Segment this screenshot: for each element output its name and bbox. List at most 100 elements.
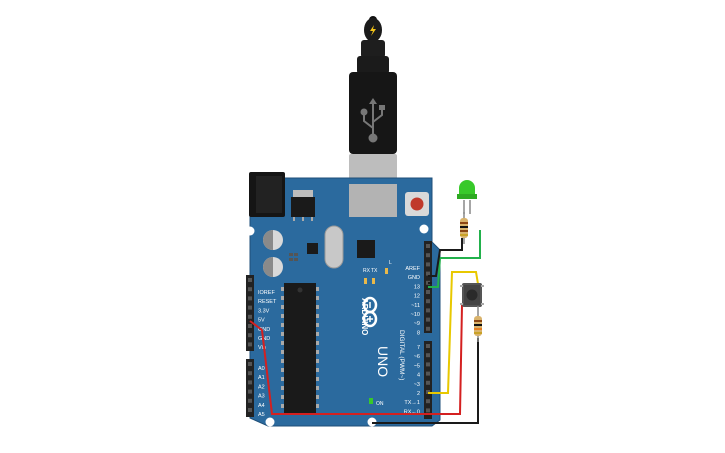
chip-pin [281, 368, 284, 372]
digital-header-bottom [424, 341, 432, 419]
led-tx-indicator [364, 278, 367, 284]
tx-label: TX [371, 268, 378, 274]
small-chip [307, 243, 318, 254]
pin-label: ~5 [414, 363, 420, 369]
usb-icon [360, 98, 385, 143]
pin-label: Vin [258, 345, 266, 351]
pin-label: GND [258, 336, 270, 342]
chip-pin [281, 305, 284, 309]
pin-label: GND [258, 327, 270, 333]
header-hole[interactable] [248, 333, 252, 338]
reset-button[interactable] [405, 192, 429, 216]
pin-label: ~9 [414, 321, 420, 327]
pin-label: 2 [417, 391, 420, 397]
header-hole[interactable] [426, 353, 430, 358]
chip-pin [316, 395, 319, 399]
wire-green[interactable] [428, 230, 481, 288]
lightning-icon [370, 25, 376, 36]
wire-yellow[interactable] [428, 271, 479, 394]
chip-pin [281, 296, 284, 300]
header-hole[interactable] [248, 314, 252, 319]
header-hole[interactable] [426, 344, 430, 348]
arduino-uno-board[interactable]: RX TX L ARDUINO UNO DIGITAL (PWM~) ON [245, 172, 441, 427]
pin-label: AREF [405, 266, 420, 272]
wire-black[interactable] [372, 238, 479, 424]
pin-label: A3 [258, 394, 265, 400]
digital-label: DIGITAL (PWM~) [398, 330, 405, 380]
resistor-button[interactable] [474, 306, 482, 342]
arduino-logo-icon [362, 296, 378, 328]
header-hole[interactable] [426, 290, 430, 294]
crystal-oscillator [324, 225, 344, 269]
header-hole[interactable] [426, 262, 430, 267]
header-hole[interactable] [426, 408, 430, 413]
header-hole[interactable] [426, 380, 430, 385]
pin-label: GND [408, 275, 420, 281]
pin-label: 3.3V [258, 308, 270, 314]
chip-pin [316, 341, 319, 345]
chip-pin [316, 314, 319, 318]
led-rx-indicator [372, 278, 375, 284]
chip-pin [316, 368, 319, 372]
header-hole[interactable] [426, 326, 430, 331]
pin-label: RESET [258, 299, 277, 305]
header-hole[interactable] [426, 362, 430, 367]
pin-label: 7 [417, 345, 420, 351]
led-l-indicator [385, 268, 388, 274]
header-hole[interactable] [426, 308, 430, 313]
usb-interface-chip [357, 240, 375, 258]
microcontroller-chip [281, 283, 319, 413]
push-button[interactable] [460, 283, 484, 307]
pin-label: 5V [258, 318, 265, 324]
pin-label: RX←0 [404, 409, 420, 415]
usb-port [349, 184, 397, 217]
chip-pin [281, 359, 284, 363]
voltage-regulator [291, 190, 315, 221]
diode-array [289, 253, 298, 261]
header-hole[interactable] [248, 296, 252, 301]
header-hole[interactable] [248, 371, 252, 376]
chip-pin [281, 332, 284, 336]
chip-pin [281, 386, 284, 390]
header-hole[interactable] [248, 278, 252, 282]
l-label: L [389, 260, 392, 266]
chip-pin [316, 359, 319, 363]
header-hole[interactable] [248, 398, 252, 403]
header-hole[interactable] [248, 362, 252, 366]
chip-pin [316, 296, 319, 300]
header-hole[interactable] [248, 408, 252, 412]
chip-pin [316, 287, 319, 291]
analog-header [246, 359, 254, 417]
header-hole[interactable] [248, 342, 252, 347]
rx-label: RX [363, 268, 371, 274]
header-hole[interactable] [248, 380, 252, 385]
pin-label: A4 [258, 403, 265, 409]
header-hole[interactable] [426, 299, 430, 304]
header-hole[interactable] [426, 371, 430, 376]
header-hole[interactable] [426, 399, 430, 404]
header-hole[interactable] [426, 244, 430, 248]
header-hole[interactable] [426, 271, 430, 276]
mounting-hole [419, 224, 429, 234]
on-led [369, 398, 373, 404]
pin-label: A0 [258, 366, 265, 372]
chip-pin [281, 350, 284, 354]
header-hole[interactable] [248, 389, 252, 394]
header-hole[interactable] [426, 253, 430, 258]
chip-pin [316, 404, 319, 408]
chip-pin [281, 404, 284, 408]
header-hole[interactable] [426, 317, 430, 322]
mounting-hole [265, 417, 275, 427]
chip-pin [316, 332, 319, 336]
chip-pin [281, 314, 284, 318]
header-hole[interactable] [248, 287, 252, 292]
resistor-led[interactable] [460, 212, 468, 244]
chip-pin [316, 323, 319, 327]
header-hole[interactable] [248, 324, 252, 328]
pin-label: 13 [414, 284, 420, 290]
mounting-hole [245, 226, 255, 236]
header-hole[interactable] [248, 305, 252, 310]
chip-pin [316, 377, 319, 381]
green-led[interactable] [457, 180, 477, 214]
